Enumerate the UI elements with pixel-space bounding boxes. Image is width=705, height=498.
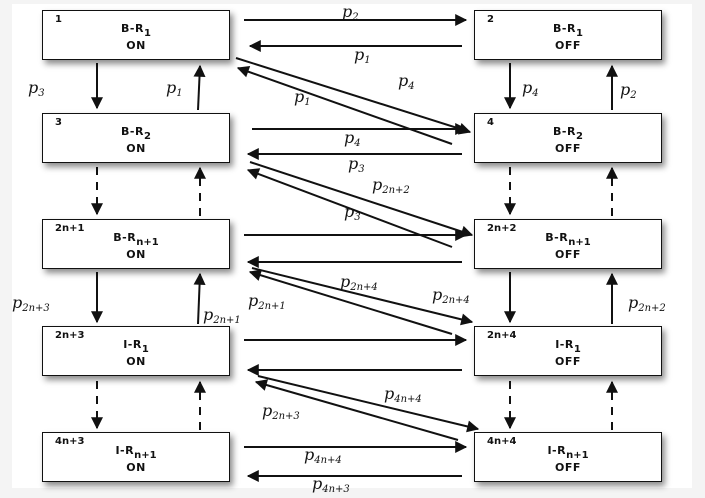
state-id: 2 <box>487 14 494 25</box>
state-box-2n2[interactable]: 2n+2 B-Rn+1 OFF <box>474 219 662 269</box>
prob-label: p2n+3 <box>262 401 300 422</box>
prob-label: p3 <box>344 202 361 223</box>
state-name: I-R1 <box>123 338 149 355</box>
prob-label: p2n+1 <box>248 291 286 312</box>
diagram-canvas: 1 B-R1 ON 2 B-R1 OFF 3 B-R2 ON 4 B-R2 OF… <box>12 2 692 495</box>
prob-label: p2n+3 <box>12 293 50 314</box>
state-status: OFF <box>555 355 581 368</box>
prob-label: p2n+4 <box>340 272 378 293</box>
state-name: B-Rn+1 <box>113 231 159 248</box>
state-box-4[interactable]: 4 B-R2 OFF <box>474 113 662 163</box>
state-status: ON <box>126 461 146 474</box>
state-name: B-Rn+1 <box>545 231 591 248</box>
prob-label: p4 <box>344 128 361 149</box>
state-id: 4n+3 <box>55 436 85 447</box>
state-id: 2n+1 <box>55 223 85 234</box>
state-box-2[interactable]: 2 B-R1 OFF <box>474 10 662 60</box>
state-box-2n1[interactable]: 2n+1 B-Rn+1 ON <box>42 219 230 269</box>
prob-label: p3 <box>348 154 365 175</box>
arrow-1-to-4 <box>235 57 472 135</box>
state-name: I-Rn+1 <box>547 444 589 461</box>
state-box-1[interactable]: 1 B-R1 ON <box>42 10 230 60</box>
state-name: B-R1 <box>121 22 151 39</box>
prob-label: p2n+2 <box>628 293 666 314</box>
state-status: OFF <box>555 461 581 474</box>
prob-label: p1 <box>294 87 311 108</box>
state-box-4n4[interactable]: 4n+4 I-Rn+1 OFF <box>474 432 662 482</box>
prob-label: p2n+2 <box>372 175 410 196</box>
prob-label: p2 <box>342 2 359 23</box>
state-status: ON <box>126 248 146 261</box>
arrow-4-to-1 <box>236 65 453 145</box>
prob-label: p4n+4 <box>384 384 422 405</box>
prob-label: p2 <box>620 80 637 101</box>
state-id: 2n+2 <box>487 223 517 234</box>
state-name: B-R2 <box>121 125 151 142</box>
state-status: OFF <box>555 248 581 261</box>
prob-label: p4n+4 <box>304 445 342 466</box>
arrow-2n4-to-2n1 <box>248 269 453 335</box>
prob-label: p2n+1 <box>203 305 241 326</box>
prob-label: p1 <box>166 78 183 99</box>
arrow-3-to-2n2 <box>249 161 474 238</box>
state-status: OFF <box>555 39 581 52</box>
arrow-2n3-to-4n4 <box>257 375 480 433</box>
state-status: ON <box>126 355 146 368</box>
state-name: I-Rn+1 <box>115 444 157 461</box>
prob-label: p3 <box>28 78 45 99</box>
prob-label: p1 <box>354 45 371 66</box>
state-box-2n4[interactable]: 2n+4 I-R1 OFF <box>474 326 662 376</box>
state-id: 1 <box>55 14 62 25</box>
state-box-4n3[interactable]: 4n+3 I-Rn+1 ON <box>42 432 230 482</box>
arrow-2n1-to-2n4 <box>251 267 474 326</box>
prob-label: p4 <box>522 78 539 99</box>
state-status: ON <box>126 39 146 52</box>
arrow-4n4-to-2n3 <box>254 379 459 441</box>
arrow-2n3-to-2n1 <box>193 272 206 325</box>
state-status: OFF <box>555 142 581 155</box>
prob-label: p4n+3 <box>312 474 350 495</box>
state-id: 4 <box>487 117 494 128</box>
transition-arrows <box>91 14 618 482</box>
state-box-3[interactable]: 3 B-R2 ON <box>42 113 230 163</box>
state-id: 2n+3 <box>55 330 85 341</box>
state-name: I-R1 <box>555 338 581 355</box>
state-box-2n3[interactable]: 2n+3 I-R1 ON <box>42 326 230 376</box>
state-status: ON <box>126 142 146 155</box>
state-id: 4n+4 <box>487 436 517 447</box>
state-id: 3 <box>55 117 62 128</box>
state-name: B-R2 <box>553 125 583 142</box>
state-name: B-R1 <box>553 22 583 39</box>
prob-label: p2n+4 <box>432 285 470 306</box>
prob-label: p4 <box>398 71 415 92</box>
state-id: 2n+4 <box>487 330 517 341</box>
arrow-3-to-1 <box>193 64 206 111</box>
